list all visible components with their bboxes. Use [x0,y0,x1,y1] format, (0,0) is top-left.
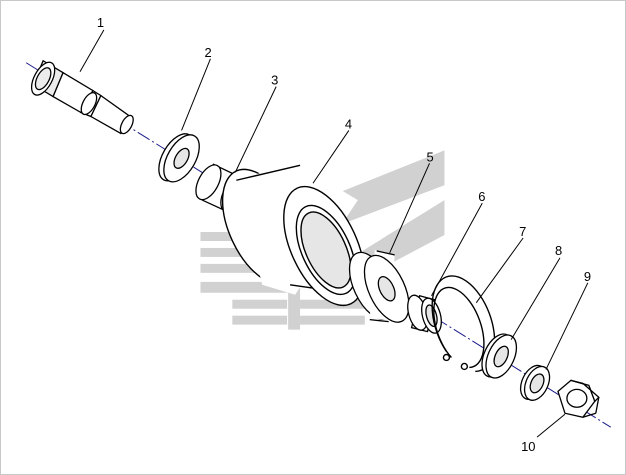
callout-labels: 1 2 3 4 5 6 7 8 9 10 [97,15,591,454]
callout-6: 6 [478,189,485,204]
callout-4: 4 [345,116,352,131]
flat-washer-part [481,333,518,379]
callout-5: 5 [427,149,434,164]
axle-pin-part [30,59,134,135]
lock-washer-part [519,364,551,401]
small-bushing-part [407,294,442,334]
callout-3: 3 [271,73,278,88]
callout-10: 10 [521,439,535,454]
leader-lines [79,29,589,438]
callout-1: 1 [97,15,104,30]
callout-7: 7 [519,224,526,239]
callout-8: 8 [555,243,562,258]
hex-nut-part [557,379,600,418]
roller-wheel-part [221,164,365,307]
bearing-disc-part [348,249,410,323]
callout-2: 2 [204,45,211,60]
callout-9: 9 [584,269,591,284]
thin-washer-part [158,133,200,183]
